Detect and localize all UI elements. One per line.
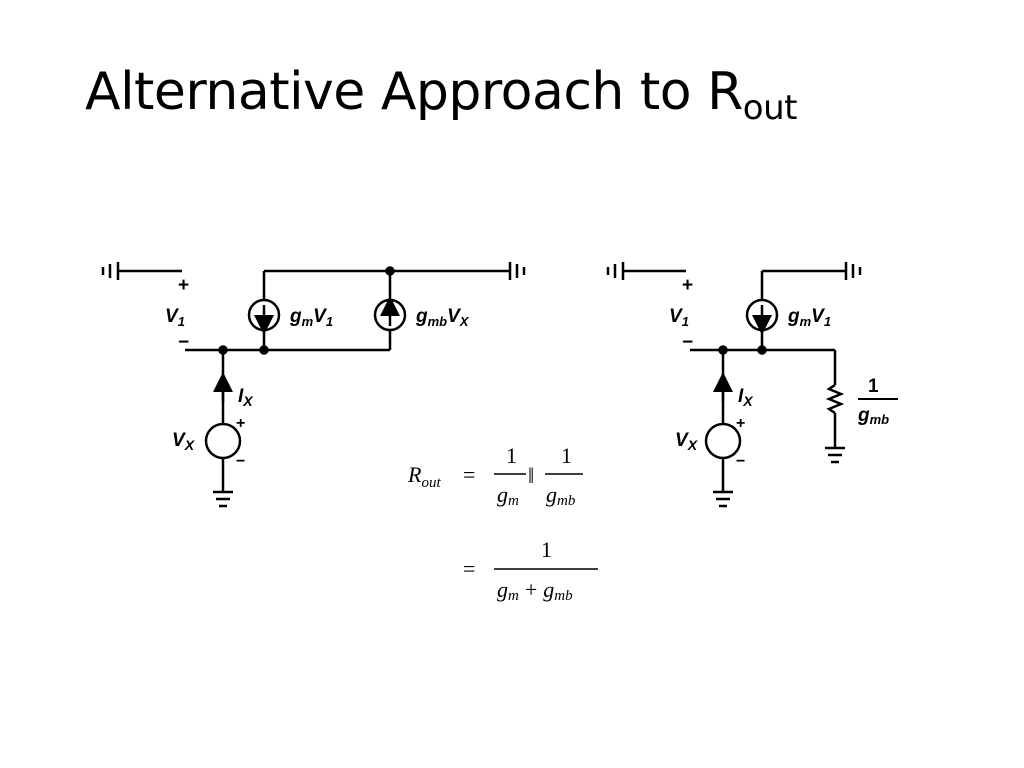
eq-f3-den: gm+gmb bbox=[497, 577, 573, 604]
right-resistor-ground-icon bbox=[825, 446, 845, 464]
left-v1-minus: − bbox=[178, 332, 189, 353]
eq-equals-2: = bbox=[463, 556, 475, 581]
right-vx-minus: − bbox=[736, 453, 745, 470]
right-res-den: gmb bbox=[857, 405, 889, 427]
eq-lhs: Rout bbox=[407, 462, 441, 491]
left-bottom-ground-icon bbox=[213, 490, 233, 508]
right-right-ground-icon bbox=[844, 262, 862, 280]
eq-parallel: ‖ bbox=[528, 463, 534, 488]
left-ix-label: IX bbox=[238, 386, 254, 409]
left-src1-label: gmV1 bbox=[289, 306, 333, 329]
left-circuit bbox=[101, 262, 526, 508]
right-v1-plus: + bbox=[682, 275, 693, 296]
right-top-ground-icon bbox=[606, 262, 686, 280]
right-vx-plus: + bbox=[736, 415, 745, 432]
right-bottom-ground-icon bbox=[713, 490, 733, 508]
left-top-ground-icon bbox=[101, 262, 182, 280]
right-v1-minus: − bbox=[682, 332, 693, 353]
left-vx-plus: + bbox=[236, 415, 245, 432]
eq-f1-den: gm bbox=[497, 482, 519, 509]
eq-f2-num: 1 bbox=[561, 443, 572, 468]
eq-equals-1: = bbox=[463, 462, 475, 487]
title-subscript: out bbox=[742, 88, 798, 128]
left-vx-voltage-source-icon bbox=[204, 422, 242, 460]
eq-f1-num: 1 bbox=[506, 443, 517, 468]
left-v1-label: V1 bbox=[165, 306, 185, 329]
right-resistor-icon bbox=[825, 383, 845, 415]
left-v1-plus: + bbox=[178, 275, 189, 296]
slide-title: Alternative Approach to Rout bbox=[85, 62, 797, 128]
right-v1-label: V1 bbox=[669, 306, 689, 329]
right-ix-label: IX bbox=[738, 386, 754, 409]
right-vx-voltage-source-icon bbox=[704, 422, 742, 460]
right-vx-label: VX bbox=[675, 430, 699, 453]
eq-f3-num: 1 bbox=[541, 537, 552, 562]
right-src1-label: gmV1 bbox=[787, 306, 831, 329]
right-res-num: 1 bbox=[868, 376, 879, 397]
left-src2-label: gmbVX bbox=[415, 306, 470, 329]
left-vx-minus: − bbox=[236, 453, 245, 470]
right-circuit bbox=[606, 262, 862, 508]
eq-f2-den: gmb bbox=[546, 482, 576, 509]
left-right-ground-icon bbox=[508, 262, 526, 280]
left-vx-label: VX bbox=[172, 430, 196, 453]
rout-equation: Rout = 1 gm ‖ 1 gmb = 1 gm+gmb bbox=[407, 443, 598, 604]
